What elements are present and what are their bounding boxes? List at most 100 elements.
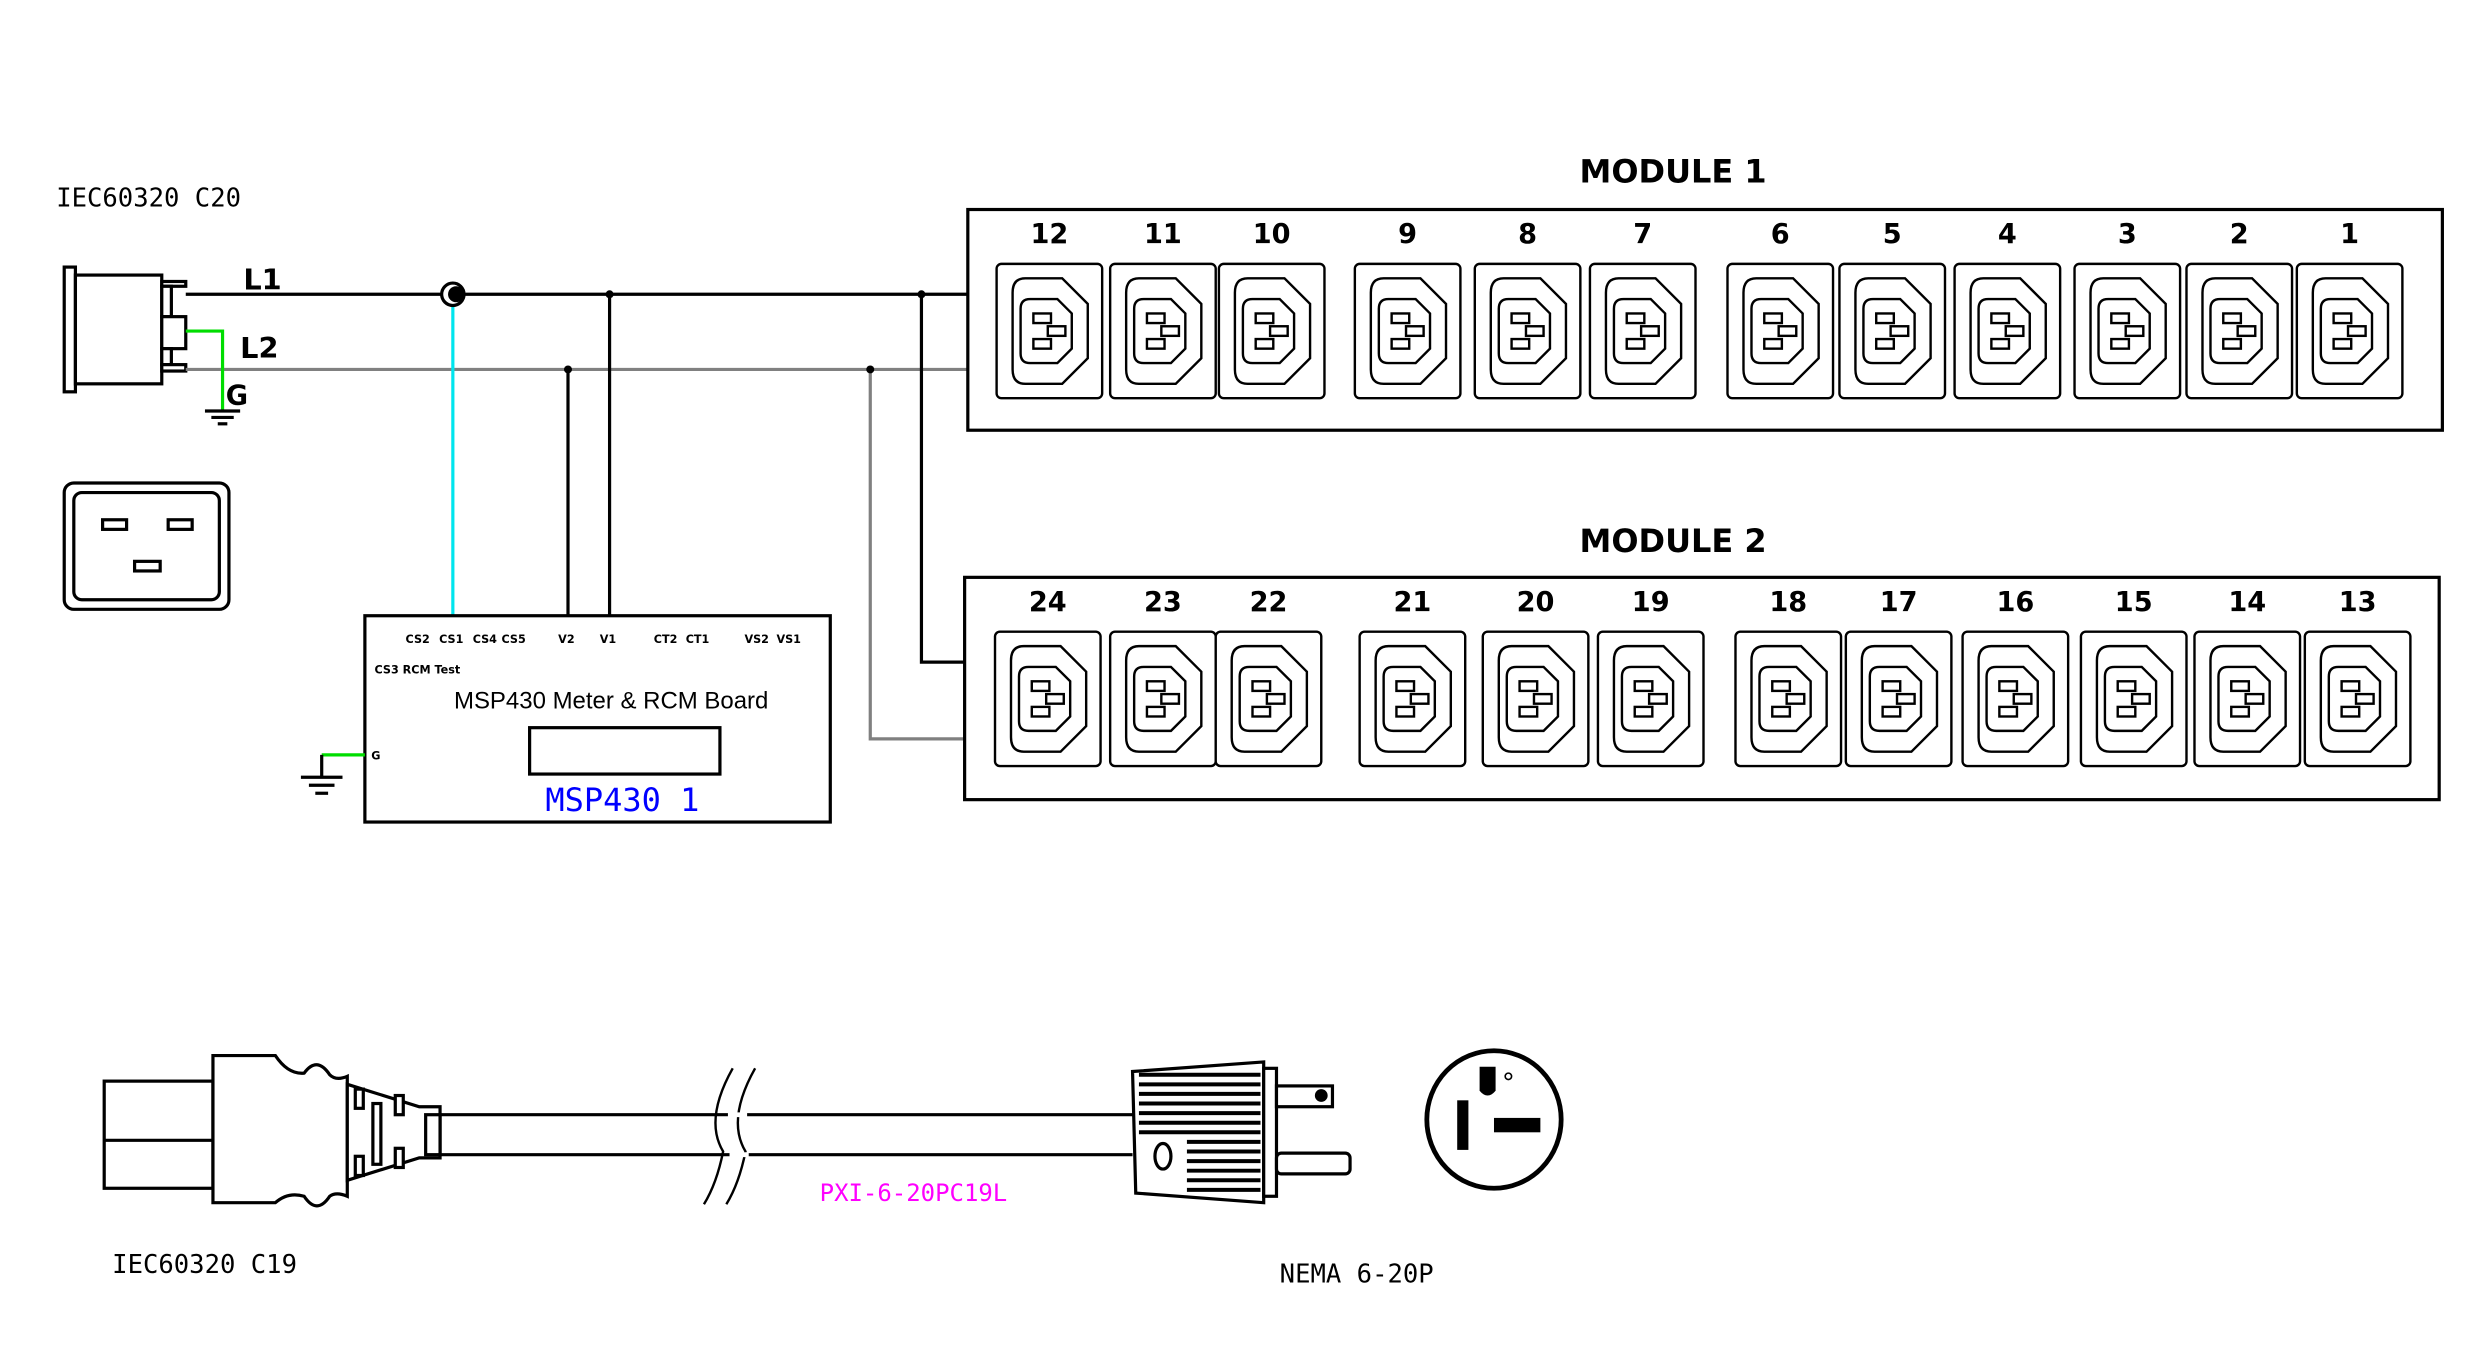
outlet-c13[interactable]: 11 xyxy=(1108,219,1217,400)
outlet-number: 16 xyxy=(1996,587,2034,618)
outlet-c13[interactable]: 17 xyxy=(1844,587,1953,768)
outlet-number: 22 xyxy=(1250,587,1288,618)
outlet-icon xyxy=(1374,644,1453,753)
outlet-c13[interactable]: 16 xyxy=(1961,587,2070,768)
module-2: MODULE 2 24 23 22 21 20 19 18 17 16 15 14 13 xyxy=(963,522,2441,802)
outlet-icon xyxy=(1124,644,1203,753)
outlet-c13[interactable]: 14 xyxy=(2193,587,2302,768)
outlet-c13[interactable]: 9 xyxy=(1353,219,1462,400)
cord-part-number: PXI-6-20PC19L xyxy=(820,1179,1008,1207)
ground-icon xyxy=(204,409,241,426)
board-ground-icon xyxy=(300,775,343,795)
outlet-c13[interactable]: 4 xyxy=(1953,219,2062,400)
outlet-number: 19 xyxy=(1632,587,1670,618)
module2-l1-feed xyxy=(919,294,965,664)
c20-face-icon xyxy=(62,481,231,611)
outlet-number: 9 xyxy=(1398,219,1417,250)
nema-6-20-receptacle-face-icon xyxy=(1424,1048,1564,1191)
module-title: MODULE 2 xyxy=(1580,522,1767,560)
outlet-number: 4 xyxy=(1998,219,2017,250)
inlet-type-label: IEC60320 C20 xyxy=(56,183,241,213)
pin-label: CS2 xyxy=(406,633,430,646)
outlet-icon xyxy=(1497,644,1576,753)
outlet-number: 11 xyxy=(1144,219,1182,250)
outlet-icon xyxy=(1612,644,1691,753)
outlet-number: 23 xyxy=(1144,587,1182,618)
outlet-number: 10 xyxy=(1253,219,1291,250)
outlet-icon xyxy=(2089,277,2167,386)
board-name: MSP430 1 xyxy=(545,781,699,819)
pin-label: CT1 xyxy=(686,633,710,646)
board-title: MSP430 Meter & RCM Board xyxy=(454,687,768,714)
nema-label: NEMA 6-20P xyxy=(1280,1260,1434,1290)
outlet-icon xyxy=(1854,277,1932,386)
pin-label: CS5 xyxy=(501,633,525,646)
module2-l2-feed xyxy=(868,369,965,741)
pin-label: CS1 xyxy=(439,633,463,646)
outlet-number: 13 xyxy=(2339,587,2377,618)
outlet-icon xyxy=(1369,277,1448,386)
pin-label: VS1 xyxy=(776,633,801,646)
outlet-c13[interactable]: 21 xyxy=(1358,587,1467,768)
outlet-c13[interactable]: 1 xyxy=(2295,219,2404,400)
g-label: G xyxy=(226,381,248,412)
outlet-c13[interactable]: 15 xyxy=(2079,587,2188,768)
outlet-c13[interactable]: 5 xyxy=(1838,219,1947,400)
outlet-number: 17 xyxy=(1880,587,1918,618)
cord xyxy=(440,1067,1133,1205)
outlet-c13[interactable]: 23 xyxy=(1108,587,1217,768)
outlet-c13[interactable]: 2 xyxy=(2185,219,2294,400)
outlet-c13[interactable]: 19 xyxy=(1596,587,1705,768)
outlet-number: 15 xyxy=(2115,587,2153,618)
c19-plug-icon xyxy=(102,1053,442,1208)
pin-label-g: G xyxy=(371,750,380,763)
c19-label: IEC60320 C19 xyxy=(112,1250,297,1280)
outlet-number: 24 xyxy=(1029,587,1067,618)
nema-plug-icon xyxy=(1130,1060,1352,1205)
outlet-icon xyxy=(1604,277,1683,386)
outlet-icon xyxy=(1977,644,2055,753)
outlet-number: 3 xyxy=(2118,219,2137,250)
outlet-icon xyxy=(2319,644,2398,753)
outlet-icon xyxy=(1009,644,1088,753)
pin-label: V2 xyxy=(558,633,574,646)
outlet-number: 5 xyxy=(1883,219,1902,250)
outlet-icon xyxy=(1742,277,1820,386)
l1-label: L1 xyxy=(243,262,281,296)
outlet-c13[interactable]: 18 xyxy=(1734,587,1843,768)
outlet-c13[interactable]: 3 xyxy=(2073,219,2182,400)
outlet-number: 6 xyxy=(1771,219,1790,250)
outlet-number: 20 xyxy=(1517,587,1555,618)
outlet-icon xyxy=(1860,644,1939,753)
l2-label: L2 xyxy=(240,331,278,365)
outlet-c13[interactable]: 10 xyxy=(1217,219,1326,400)
outlet-icon xyxy=(2201,277,2279,386)
outlet-icon xyxy=(1969,277,2047,386)
ground-wire xyxy=(185,329,225,412)
outlet-number: 1 xyxy=(2340,219,2359,250)
c20-inlet-icon xyxy=(62,265,188,394)
outlet-icon xyxy=(2311,277,2390,386)
outlet-c13[interactable]: 12 xyxy=(995,219,1104,400)
outlet-c13[interactable]: 22 xyxy=(1214,587,1323,768)
outlet-number: 2 xyxy=(2230,219,2249,250)
outlet-c13[interactable]: 20 xyxy=(1481,587,1590,768)
outlet-number: 7 xyxy=(1633,219,1652,250)
outlet-number: 14 xyxy=(2228,587,2266,618)
module-title: MODULE 1 xyxy=(1580,152,1767,190)
outlet-number: 12 xyxy=(1030,219,1068,250)
outlet-c13[interactable]: 24 xyxy=(993,587,1102,768)
pin-label: V1 xyxy=(600,633,617,646)
outlet-c13[interactable]: 6 xyxy=(1726,219,1835,400)
outlet-c13[interactable]: 13 xyxy=(2303,587,2412,768)
pin-label: CS4 xyxy=(473,633,497,646)
outlet-c13[interactable]: 8 xyxy=(1473,219,1582,400)
outlet-icon xyxy=(1230,644,1309,753)
junction-dots xyxy=(563,290,926,374)
outlet-icon xyxy=(1011,277,1089,386)
outlet-icon xyxy=(1124,277,1203,386)
outlet-c13[interactable]: 7 xyxy=(1588,219,1697,400)
